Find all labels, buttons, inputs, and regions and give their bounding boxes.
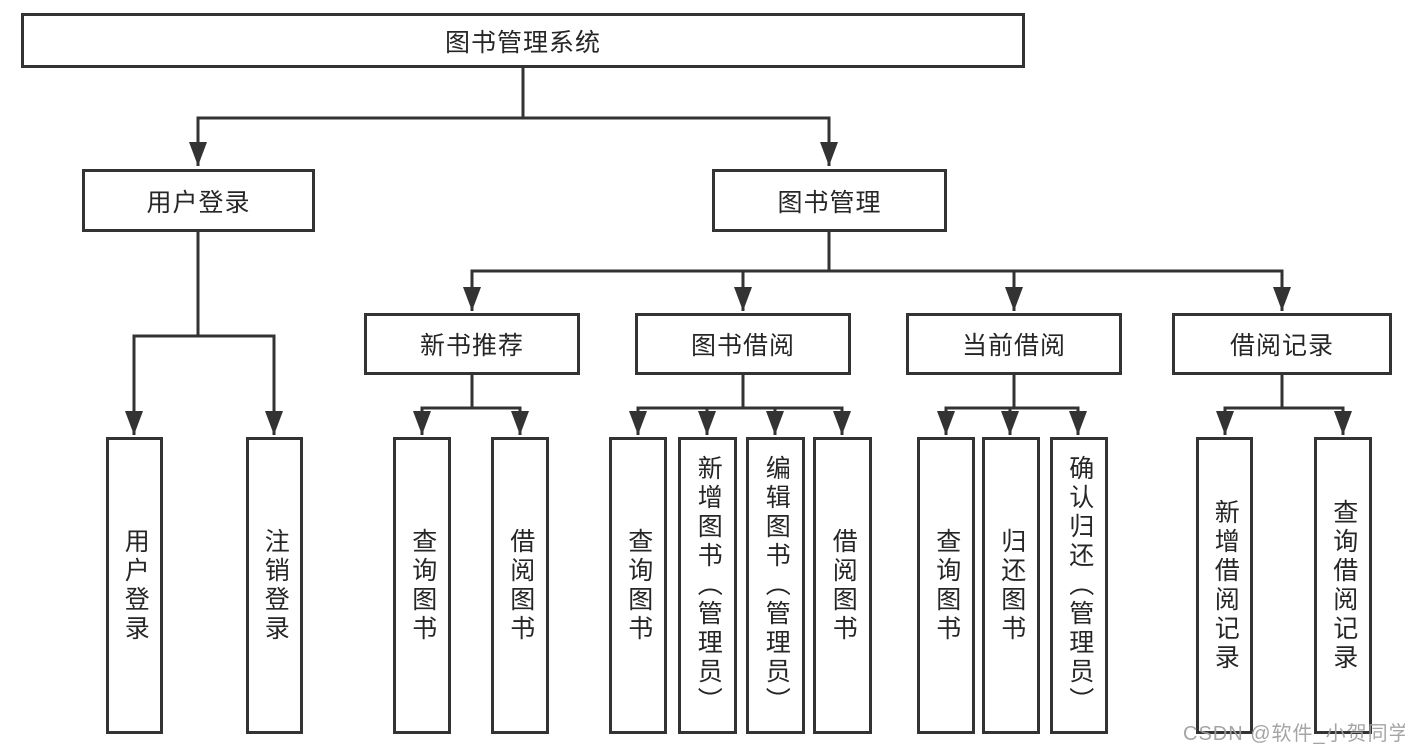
- leaf-edit-book-admin: 编辑图书（管理员）: [746, 437, 805, 734]
- node-new-book-recommend: 新书推荐: [364, 313, 580, 375]
- leaf-query-borrow-record: 查询借阅记录: [1314, 437, 1372, 734]
- leaf-return-book: 归还图书: [982, 437, 1040, 734]
- leaf-add-book-admin-label: 新增图书（管理员）: [694, 455, 723, 716]
- csdn-watermark: CSDN @软件_小贺同学: [1183, 723, 1405, 745]
- leaf-borrow-books-recommend-label: 借阅图书: [506, 527, 535, 644]
- node-book-borrowing: 图书借阅: [635, 313, 851, 375]
- leaf-logout: 注销登录: [246, 437, 303, 734]
- leaf-query-books-current: 查询图书: [917, 437, 975, 734]
- leaf-query-books-borrowing: 查询图书: [609, 437, 667, 734]
- leaf-confirm-return-admin: 确认归还（管理员）: [1050, 437, 1108, 734]
- node-user-login-branch: 用户登录: [82, 169, 315, 232]
- leaf-borrow-books-recommend: 借阅图书: [491, 437, 549, 734]
- leaf-query-books-current-label: 查询图书: [932, 527, 961, 644]
- leaf-edit-book-admin-label: 编辑图书（管理员）: [762, 455, 791, 716]
- leaf-query-books-borrowing-label: 查询图书: [624, 527, 653, 644]
- node-borrowing-records: 借阅记录: [1172, 313, 1392, 375]
- leaf-add-borrow-record: 新增借阅记录: [1196, 437, 1253, 734]
- leaf-borrow-books-borrowing: 借阅图书: [813, 437, 872, 734]
- leaf-add-borrow-record-label: 新增借阅记录: [1211, 498, 1240, 673]
- leaf-query-books-recommend-label: 查询图书: [408, 527, 437, 644]
- leaf-add-book-admin: 新增图书（管理员）: [678, 437, 737, 734]
- leaf-logout-label: 注销登录: [261, 527, 290, 644]
- node-book-management-branch: 图书管理: [712, 169, 947, 232]
- leaf-user-login-label: 用户登录: [121, 527, 150, 644]
- node-library-system: 图书管理系统: [21, 13, 1025, 68]
- node-current-borrowing: 当前借阅: [906, 313, 1122, 375]
- leaf-query-borrow-record-label: 查询借阅记录: [1329, 498, 1358, 673]
- leaf-user-login: 用户登录: [106, 437, 163, 734]
- leaf-query-books-recommend: 查询图书: [393, 437, 451, 734]
- leaf-borrow-books-borrowing-label: 借阅图书: [829, 527, 858, 644]
- leaf-confirm-return-admin-label: 确认归还（管理员）: [1065, 455, 1094, 716]
- leaf-return-book-label: 归还图书: [997, 527, 1026, 644]
